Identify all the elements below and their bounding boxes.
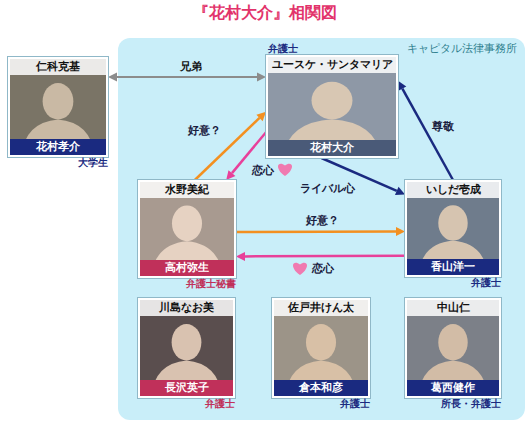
arrow-head	[398, 81, 406, 91]
actor-name: 仁科克基	[10, 59, 106, 75]
actor-name: ユースケ・サンタマリア	[268, 57, 396, 73]
relation-label: 恋心	[250, 164, 276, 178]
portrait-head	[306, 324, 336, 360]
person-box: 佐戸井けん太倉本和彦弁護士	[272, 298, 370, 398]
relation-arrow	[236, 227, 405, 236]
relation-label: ライバル心	[298, 182, 357, 196]
person-box: 中山仁葛西健作所長・弁護士	[405, 298, 501, 398]
actor-name: 中山仁	[407, 300, 499, 316]
role-label: 弁護士	[471, 277, 501, 289]
portrait-head	[43, 83, 74, 119]
character-name: 香山洋一	[407, 259, 499, 275]
relation-label: 尊敬	[430, 120, 456, 134]
portrait-head	[172, 324, 202, 360]
region-label: キャピタル法律事務所	[407, 42, 517, 56]
arrow-head	[396, 227, 405, 236]
portrait-ground	[274, 300, 368, 396]
arrow-line	[402, 89, 453, 180]
character-name: 花村孝介	[10, 139, 106, 155]
arrow-head	[108, 73, 117, 82]
character-name: 長沢英子	[140, 380, 233, 396]
role-label: 弁護士	[205, 398, 235, 410]
relation-label: 好意？	[186, 124, 223, 138]
heart-symbol	[278, 164, 292, 176]
portrait-ground	[10, 59, 106, 155]
portrait-head	[438, 324, 467, 360]
role-label: 弁護士	[340, 398, 370, 410]
arrow-head	[257, 73, 266, 82]
actor-name: 川島なお美	[140, 300, 233, 316]
portrait-ground	[140, 300, 233, 396]
arrow-head	[226, 170, 235, 180]
person-box: ユースケ・サンタマリア花村大介弁護士	[266, 55, 398, 158]
arrow-head	[395, 187, 405, 195]
portrait-ground	[407, 182, 499, 275]
relation-arrow	[236, 252, 405, 261]
actor-name: 水野美紀	[140, 182, 234, 198]
portrait-ground	[140, 182, 234, 276]
diagram-title: 『花村大介』相関図	[0, 3, 530, 23]
heart-symbol	[293, 263, 307, 275]
actor-name: いしだ壱成	[407, 182, 499, 198]
portrait-ground	[407, 300, 499, 396]
character-name: 花村大介	[268, 140, 396, 156]
person-box: いしだ壱成香山洋一弁護士	[405, 180, 501, 277]
arrow-line	[117, 76, 257, 78]
office-region: キャピタル法律事務所ユースケ・サンタマリア花村大介弁護士水野美紀高村弥生弁護士秘…	[118, 38, 525, 420]
character-name: 葛西健作	[407, 380, 499, 396]
arrow-head	[236, 252, 245, 261]
portrait-ground	[268, 57, 396, 156]
person-box: 川島なお美長沢英子弁護士	[138, 298, 235, 398]
portrait-head	[438, 205, 467, 240]
arrow-line	[245, 254, 405, 257]
role-label: 弁護士	[268, 43, 298, 55]
actor-name: 佐戸井けん太	[274, 300, 368, 316]
arrow-line	[236, 230, 396, 233]
relation-label: 兄弟	[178, 60, 204, 74]
character-name: 倉本和彦	[274, 380, 368, 396]
portrait-head	[172, 206, 202, 242]
person-box: 水野美紀高村弥生弁護士秘書	[138, 180, 236, 278]
relation-label: 恋心	[310, 262, 336, 276]
role-label: 所長・弁護士	[441, 398, 501, 410]
role-label: 大学生	[78, 157, 108, 169]
arrow-head	[256, 112, 266, 121]
relation-label: 好意？	[304, 214, 341, 228]
person-box: 仁科克基花村孝介大学生	[8, 57, 108, 157]
portrait-head	[312, 82, 353, 120]
role-label: 弁護士秘書	[186, 278, 236, 290]
character-name: 高村弥生	[140, 260, 234, 276]
